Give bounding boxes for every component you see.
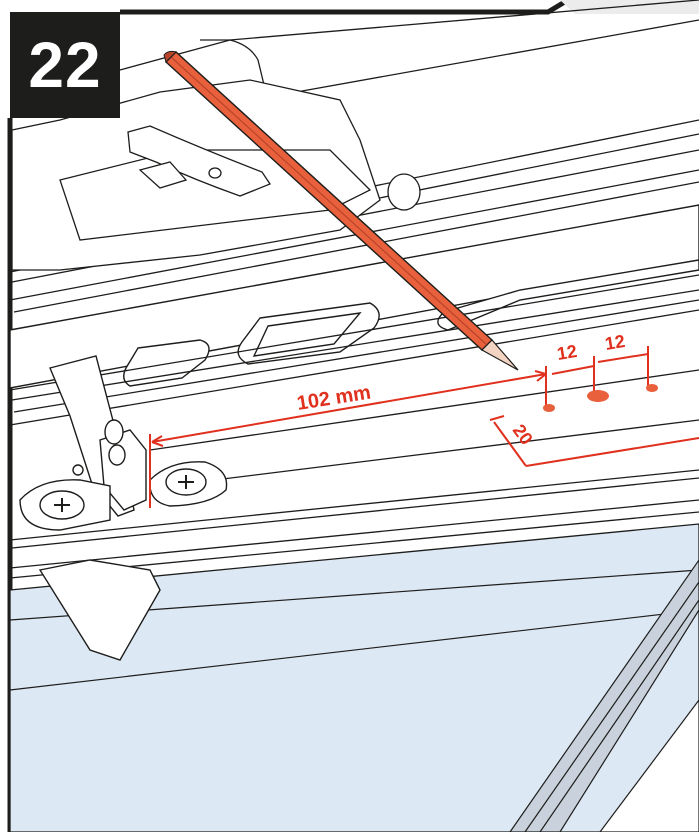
- pencil-icon: [163, 50, 519, 371]
- sash-profile: [9, 274, 699, 579]
- dimension-12-first: 12: [555, 341, 578, 364]
- drill-holes: [543, 384, 658, 412]
- dimension-12-second: 12: [603, 331, 626, 354]
- glass-pane: [9, 523, 699, 832]
- upper-mechanism: [11, 79, 421, 271]
- glass-edge-lower: [9, 609, 699, 691]
- hinge-icon: [38, 355, 161, 661]
- slotted-rail: [9, 204, 699, 389]
- dimension-20: 20: [509, 421, 537, 449]
- step-number-badge: 22: [10, 12, 120, 118]
- screw-icon: [19, 461, 228, 531]
- drill-hole: [646, 384, 658, 392]
- dimension-lines: [149, 346, 699, 508]
- diagonal-mullion: [509, 558, 699, 832]
- drill-hole: [587, 390, 609, 402]
- drill-hole: [543, 404, 555, 412]
